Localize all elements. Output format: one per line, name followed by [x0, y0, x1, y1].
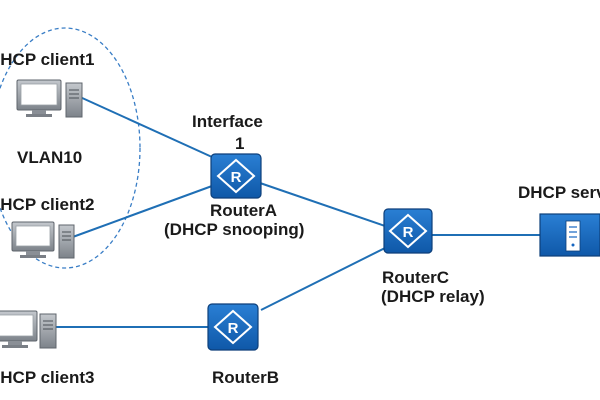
vlan10-boundary: [0, 27, 141, 269]
router-icon: R: [383, 208, 433, 254]
router-glyph: R: [403, 224, 414, 241]
router-glyph: R: [228, 320, 239, 337]
router-c-role: (DHCP relay): [381, 287, 485, 306]
router-b-label: RouterB: [212, 368, 280, 387]
interface-number: 1: [235, 134, 245, 153]
link-client1-routera: [79, 96, 213, 158]
links: [55, 96, 540, 328]
computer-icon: [0, 310, 57, 349]
client2-label: DHCP client2: [0, 195, 95, 214]
link-routera-routerc: [259, 182, 386, 227]
router-c-label: RouterC: [382, 268, 450, 287]
router-icon: R: [207, 303, 259, 351]
router-glyph: R: [231, 169, 242, 186]
interface-label: Interface: [192, 112, 263, 131]
router-a-label: RouterA: [210, 201, 278, 220]
router-icon: R: [210, 153, 262, 199]
computer-icon: [16, 79, 83, 118]
vlan-label: VLAN10: [17, 148, 83, 167]
link-routerb-routerc: [260, 246, 388, 311]
client3-label: DHCP client3: [0, 368, 95, 387]
link-client2-routera: [69, 185, 213, 239]
client1-label: DHCP client1: [0, 50, 95, 69]
computer-icon: [11, 221, 75, 259]
server-icon: [539, 213, 600, 257]
server-label: DHCP server: [518, 183, 600, 202]
router-a-role: (DHCP snooping): [164, 220, 305, 239]
